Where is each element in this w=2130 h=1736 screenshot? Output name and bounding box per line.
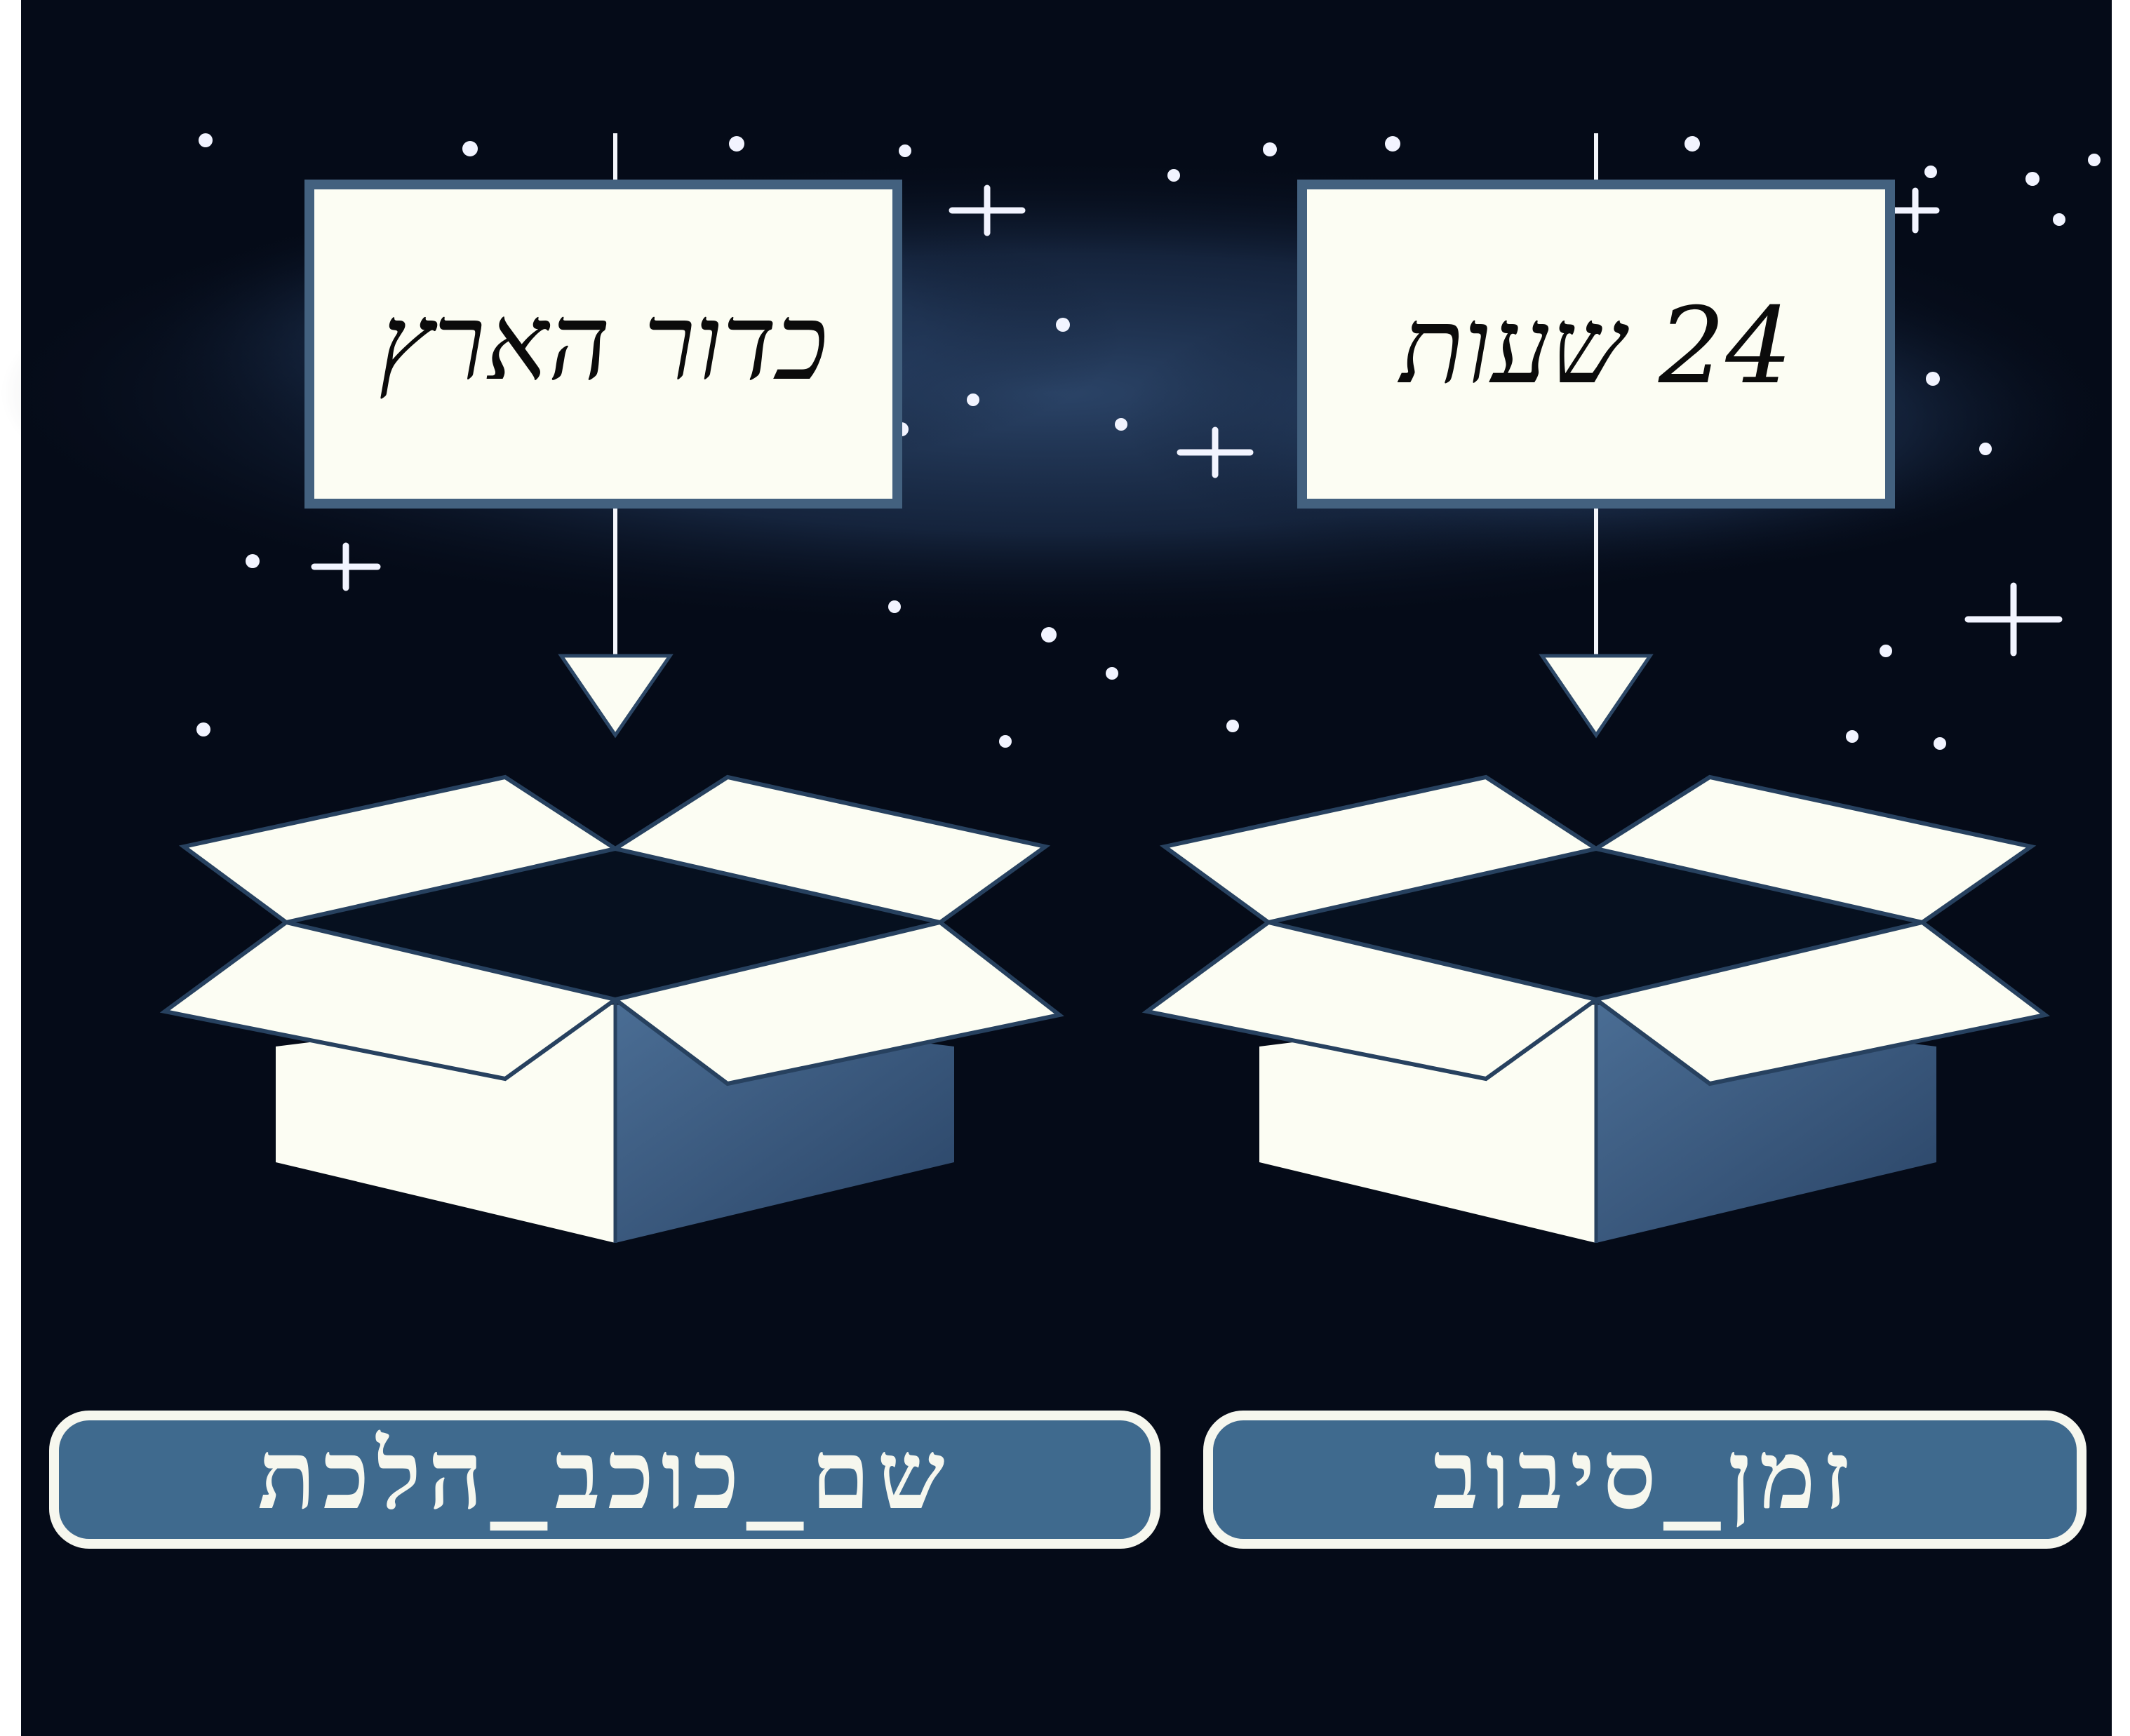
star-icon — [2025, 172, 2039, 186]
star-icon — [1226, 720, 1239, 732]
value-note: כדור הארץ — [304, 180, 902, 509]
sparkles — [311, 184, 2063, 657]
star-field — [196, 133, 2101, 750]
value-note: 24 שעות — [1297, 180, 1895, 509]
star-icon — [2088, 154, 2101, 166]
value-note-text: 24 שעות — [1397, 285, 1793, 408]
star-icon — [1880, 645, 1892, 657]
star-icon — [1979, 443, 1992, 455]
star-icon — [1926, 372, 1940, 386]
star-icon — [1167, 169, 1180, 182]
star-icon — [1041, 627, 1057, 642]
star-icon — [1056, 318, 1070, 332]
star-icon — [999, 735, 1012, 748]
star-icon — [888, 600, 901, 613]
star-icon — [1263, 142, 1277, 156]
name-label-text: זמן_סיבוב — [1433, 1420, 1856, 1531]
star-icon — [1385, 136, 1400, 152]
variable-rotation-time: 24 שעות זמן_סיבוב — [1141, 133, 2087, 1549]
name-label: זמן_סיבוב — [1203, 1411, 2087, 1549]
star-icon — [462, 141, 478, 156]
sparkle-icon — [1177, 426, 1254, 478]
star-icon — [1934, 737, 1946, 750]
sparkle-icon — [311, 542, 381, 591]
name-label-text: שם_כוכב_הלכת — [257, 1420, 951, 1531]
star-icon — [729, 136, 744, 152]
star-icon — [1106, 667, 1118, 680]
open-box-icon — [1141, 774, 2051, 1243]
sparkle-icon — [949, 184, 1026, 236]
sparkle-icon — [1891, 187, 1940, 234]
sparkle-icon — [1964, 582, 2063, 657]
name-label: שם_כוכב_הלכת — [49, 1411, 1160, 1549]
star-icon — [2053, 213, 2065, 226]
star-icon — [196, 722, 210, 736]
star-icon — [1846, 730, 1858, 743]
variable-planet-name: כדור הארץ שם_כוכב_הלכת — [49, 133, 1160, 1549]
star-icon — [899, 144, 911, 157]
star-icon — [1924, 166, 1937, 178]
value-note-text: כדור הארץ — [379, 282, 828, 404]
star-icon — [1684, 136, 1700, 152]
star-icon — [199, 133, 213, 147]
open-box-icon — [159, 774, 1064, 1243]
star-icon — [246, 554, 260, 568]
star-icon — [1115, 418, 1127, 431]
star-icon — [967, 393, 979, 406]
